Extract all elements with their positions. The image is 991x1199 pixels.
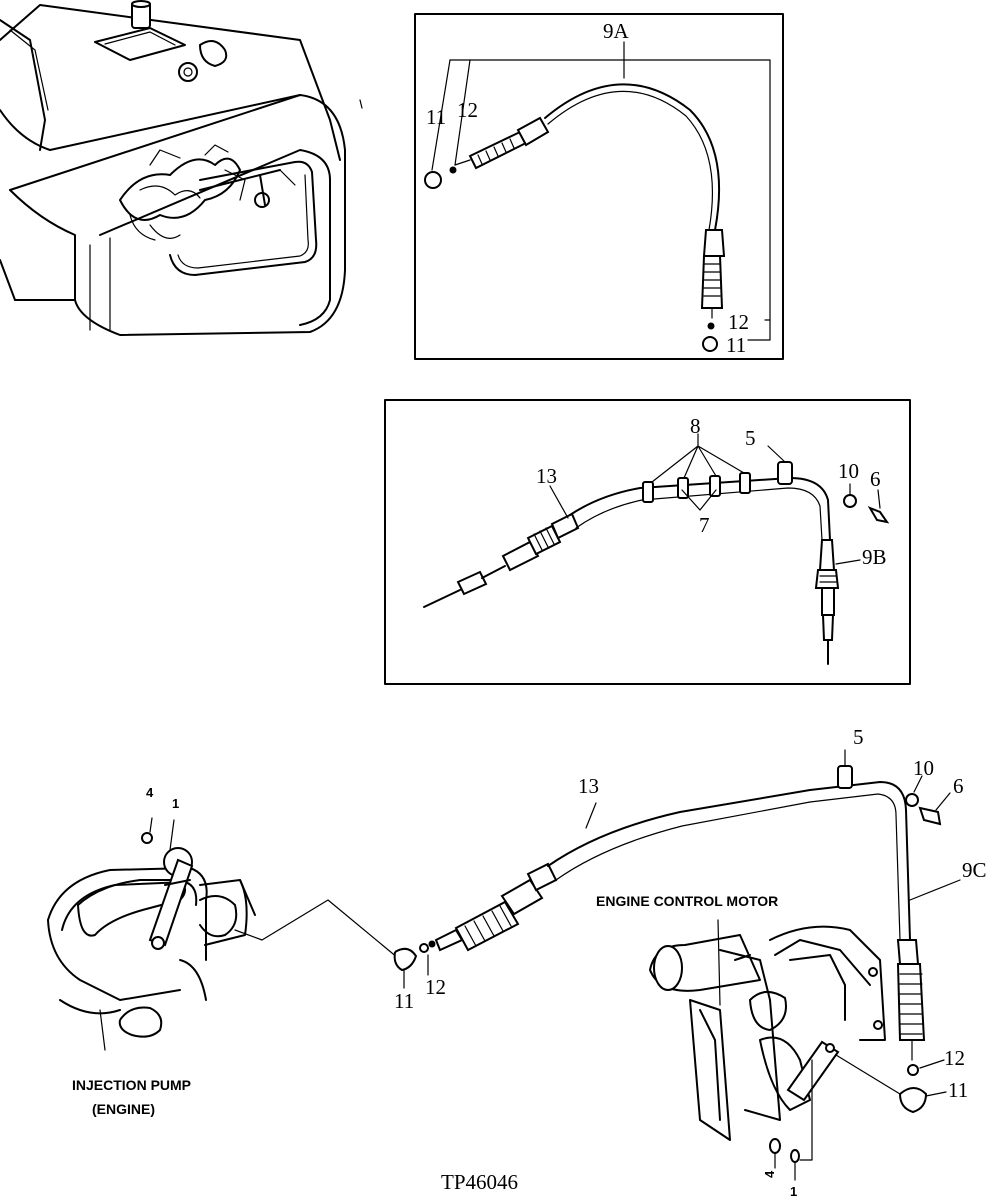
callout-9b: 9B xyxy=(862,545,887,569)
callout-12-motor: 12 xyxy=(944,1046,965,1070)
machine-overview-illustration xyxy=(0,0,363,336)
callout-11-motor: 11 xyxy=(948,1078,968,1102)
callout-13-main: 13 xyxy=(578,774,599,798)
callout-11-upper: 11 xyxy=(426,105,446,129)
engine-control-motor-caption: ENGINE CONTROL MOTOR xyxy=(596,893,778,909)
callout-8: 8 xyxy=(690,414,701,438)
callout-6-main: 6 xyxy=(953,774,964,798)
detail-box-9b: 8 5 10 6 13 7 9B xyxy=(384,399,911,685)
callout-12-upper: 12 xyxy=(457,98,478,122)
callout-11-pump: 11 xyxy=(394,989,414,1013)
engine-control-motor-illustration xyxy=(649,919,901,1181)
callout-6-box: 6 xyxy=(870,467,881,491)
detail-box-9a: 9A 11 12 12 11 xyxy=(414,13,784,360)
main-assembly: 5 13 10 6 9C 4 1 11 12 12 11 4 1 INJECTI… xyxy=(47,725,987,1199)
callout-5-main: 5 xyxy=(853,725,864,749)
callout-10-main: 10 xyxy=(913,756,934,780)
callout-9a: 9A xyxy=(603,19,630,43)
callout-1-motor: 1 xyxy=(790,1184,797,1199)
callout-12-lower: 12 xyxy=(728,310,749,334)
callout-12-pump: 12 xyxy=(425,975,446,999)
callout-4-motor: 4 xyxy=(762,1170,777,1178)
callout-10-box: 10 xyxy=(838,459,859,483)
injection-pump-illustration xyxy=(47,817,256,1051)
callout-13-box: 13 xyxy=(536,464,557,488)
callout-11-lower: 11 xyxy=(726,333,746,357)
figure-id: TP46046 xyxy=(441,1170,518,1194)
callout-5-box: 5 xyxy=(745,426,756,450)
injection-pump-subcaption: (ENGINE) xyxy=(92,1101,155,1117)
callout-7: 7 xyxy=(699,513,710,537)
callout-4-pump: 4 xyxy=(146,785,154,800)
callout-1-pump: 1 xyxy=(172,796,179,811)
injection-pump-caption: INJECTION PUMP xyxy=(72,1077,191,1093)
callout-9c: 9C xyxy=(962,858,987,882)
